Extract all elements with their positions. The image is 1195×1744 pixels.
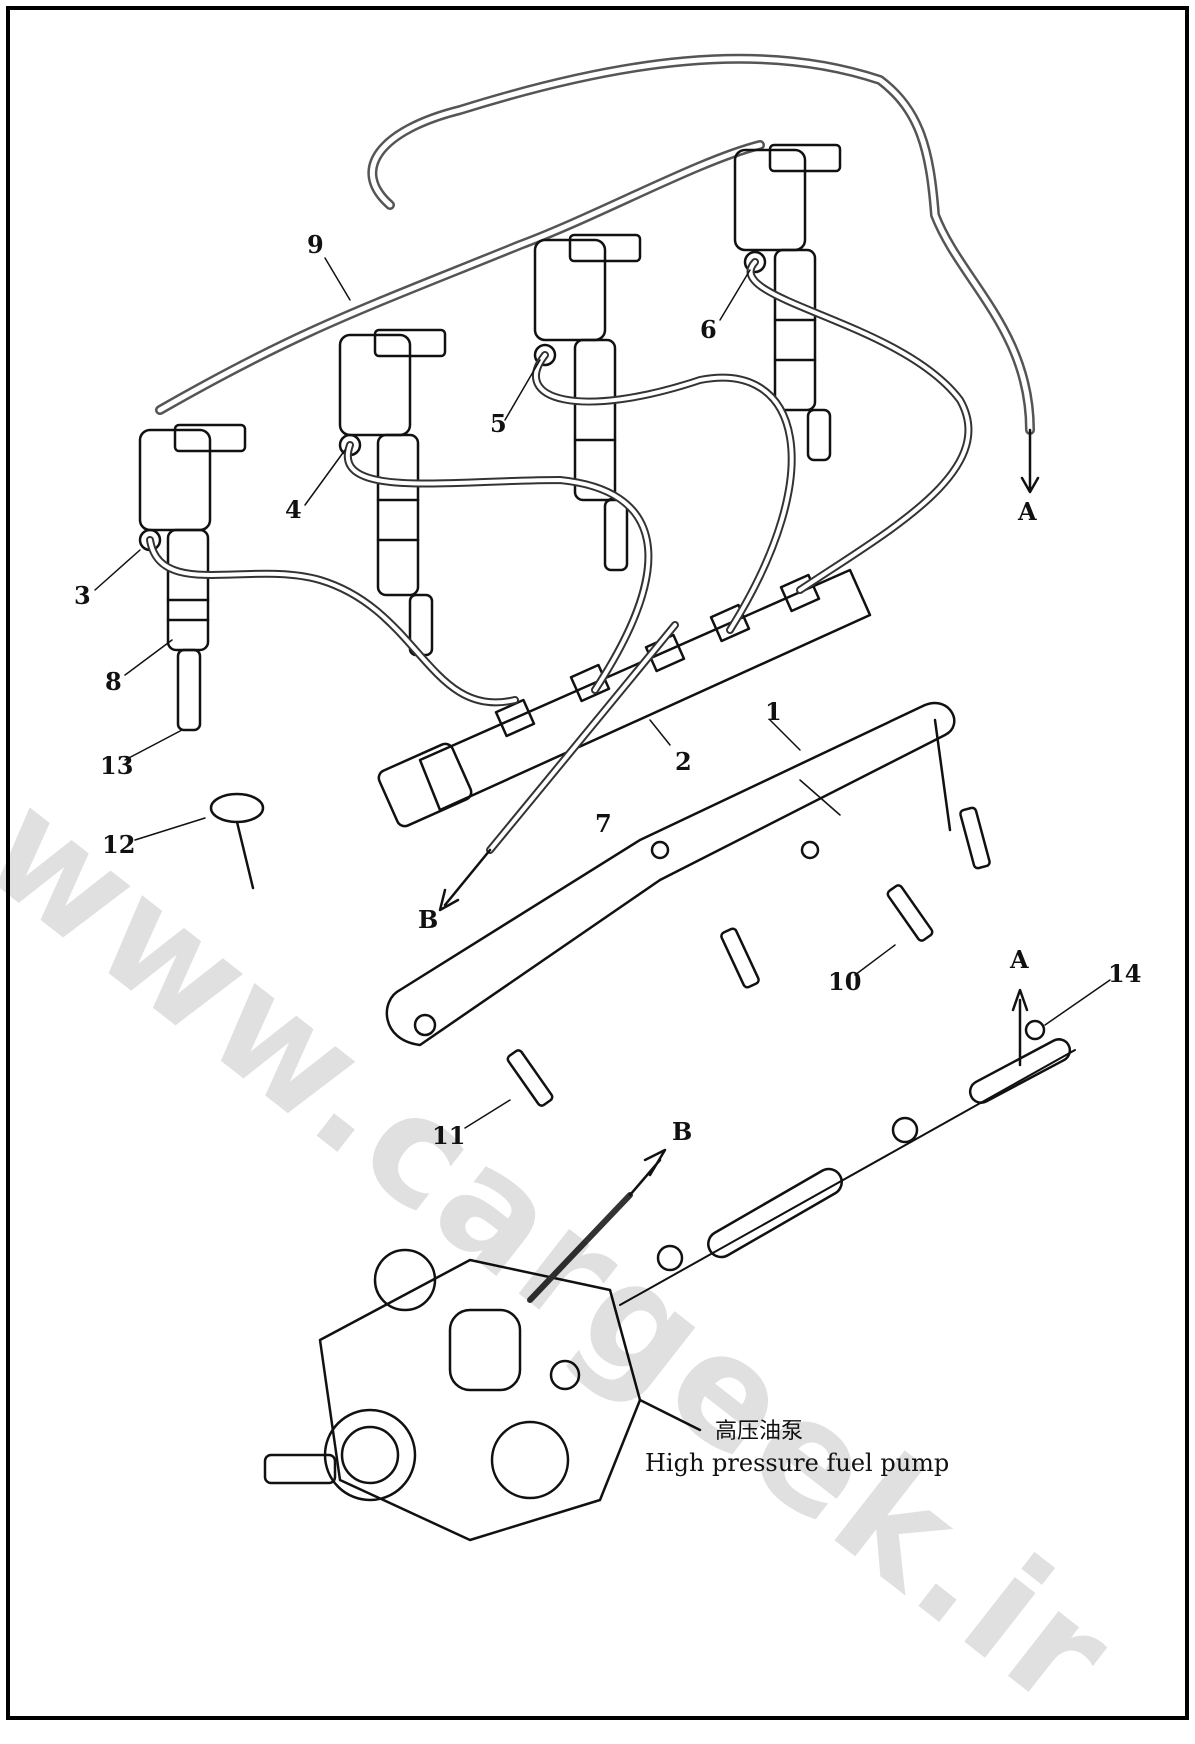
connector-b-top: B: [418, 905, 439, 934]
caption-chinese: 高压油泵: [715, 1419, 804, 1444]
injector-3: [533, 233, 642, 572]
injector-1: [138, 423, 247, 732]
fuel-rail: [377, 568, 872, 828]
connector-a-top: A: [1018, 497, 1037, 526]
callout-4: 4: [285, 495, 302, 524]
callout-6: 6: [700, 315, 717, 344]
connector-b-bottom: B: [672, 1117, 693, 1146]
return-line: [619, 988, 1076, 1306]
arrow-to-b: [438, 848, 492, 912]
bracket: [385, 701, 956, 1047]
caption-english: High pressure fuel pump: [645, 1449, 950, 1477]
callout-12: 12: [102, 830, 136, 859]
callout-3: 3: [74, 581, 91, 610]
injector-4: [733, 143, 842, 462]
bolt-middle: [720, 927, 760, 989]
bolt-11: [506, 1049, 554, 1107]
fuel-pump: [263, 1148, 702, 1542]
callout-13: 13: [100, 751, 134, 780]
callout-10: 10: [828, 967, 862, 996]
wiring-harness: [155, 53, 1035, 435]
pipe-4: [746, 258, 973, 594]
injector-2: [338, 328, 447, 657]
callout-5: 5: [490, 409, 507, 438]
callout-11: 11: [432, 1121, 466, 1150]
diagram-frame: [6, 6, 1189, 1720]
bolt-10: [886, 884, 934, 942]
bolt-upper-right: [959, 806, 991, 870]
callout-2: 2: [675, 747, 692, 776]
o-ring: [209, 792, 265, 824]
callout-7: 7: [595, 809, 612, 838]
callout-9: 9: [307, 230, 324, 259]
arrow-to-a: [1020, 428, 1040, 494]
callout-8: 8: [105, 667, 122, 696]
callout-14: 14: [1108, 959, 1142, 988]
connector-a-bottom: A: [1010, 945, 1029, 974]
callout-1: 1: [765, 697, 782, 726]
